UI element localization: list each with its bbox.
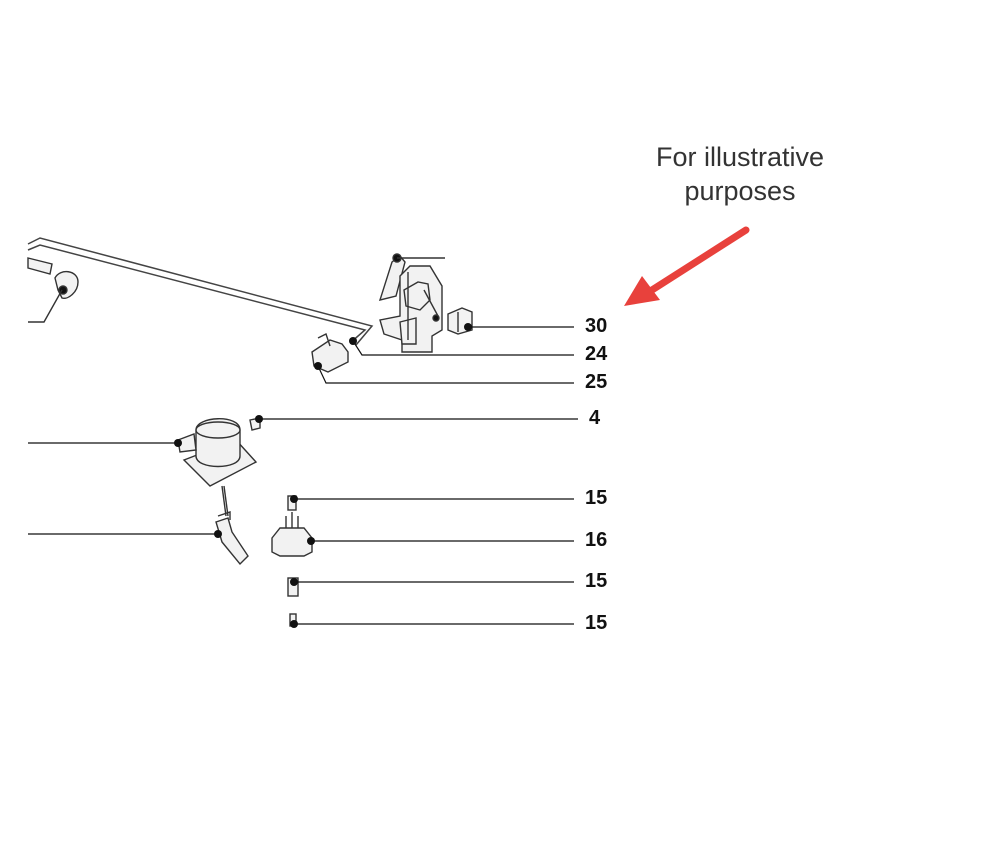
note-line-2: purposes	[684, 176, 796, 206]
left-clip-part	[27, 257, 79, 323]
leader-lines	[28, 326, 578, 625]
pin-parts-15	[287, 495, 299, 627]
lock-assembly-part	[378, 253, 445, 353]
callout-label-4: 4	[589, 407, 601, 429]
lever-part	[215, 511, 249, 566]
callout-label-25: 25	[585, 371, 608, 393]
callout-label-15-middle: 15	[585, 570, 608, 592]
callout-label-15-bottom: 15	[585, 612, 608, 634]
callout-label-16: 16	[585, 529, 608, 551]
callout-label-15-top: 15	[585, 487, 608, 509]
rod-part	[27, 237, 374, 346]
red-arrow-icon	[624, 226, 750, 306]
illustrative-note: For illustrative purposes	[600, 140, 880, 208]
note-line-1: For illustrative	[655, 142, 825, 172]
callout-label-24: 24	[585, 343, 608, 365]
knob-part-16	[271, 512, 313, 557]
callout-label-30: 30	[585, 315, 608, 337]
leader-dots	[174, 323, 472, 628]
motor-part	[177, 417, 261, 517]
